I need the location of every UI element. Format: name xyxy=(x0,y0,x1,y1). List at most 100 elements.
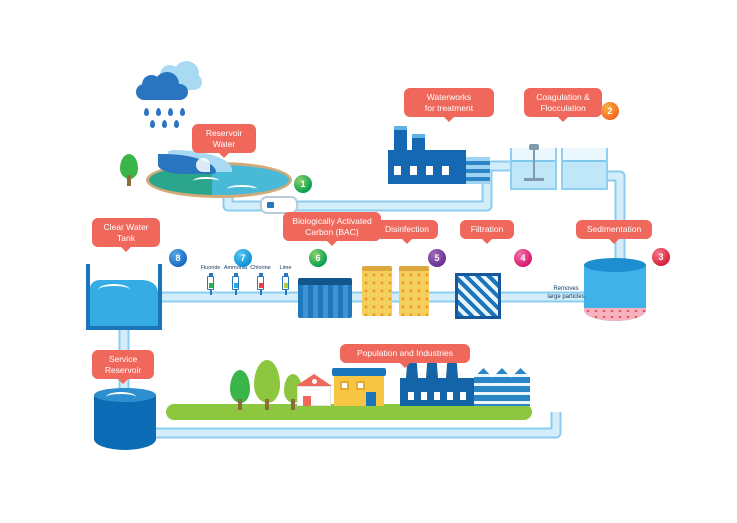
tag-clear-water-tank: Clear Water Tank xyxy=(92,218,160,253)
filtration-unit-icon xyxy=(455,273,501,319)
sediment-layer xyxy=(584,308,646,321)
plant-chimney xyxy=(394,126,407,150)
mixing-tank xyxy=(510,144,557,190)
tree-icon xyxy=(230,370,250,410)
house-window xyxy=(312,379,317,384)
tag-disinfection: Disinfection xyxy=(376,220,438,244)
raindrop-icon xyxy=(174,120,179,128)
step-badge-7: 7 xyxy=(234,249,252,267)
dropper-plunger xyxy=(258,272,263,276)
dropper-liquid xyxy=(208,282,213,288)
tank-walls xyxy=(86,264,162,330)
chemical-label: Ammonia xyxy=(223,265,248,271)
industry-factory-icon xyxy=(400,350,530,406)
service-reservoir-icon xyxy=(94,388,156,450)
dropper-icon xyxy=(256,272,265,299)
dropper-liquid xyxy=(283,282,288,288)
house-icon xyxy=(296,374,332,406)
house-roof xyxy=(332,368,386,376)
flow-meter-icon xyxy=(260,196,298,214)
reservoir-icon xyxy=(146,150,298,200)
step-badge-8: 8 xyxy=(169,249,187,267)
factory-windows xyxy=(408,392,466,400)
step-badge-3: 3 xyxy=(652,248,670,266)
coagulation-tanks-icon xyxy=(510,144,610,190)
tank-water xyxy=(90,280,158,326)
factory-sawtooth-building xyxy=(474,368,530,406)
raindrop-icon xyxy=(180,108,185,116)
plant-chimney xyxy=(412,134,425,150)
dropper-icon xyxy=(281,272,290,299)
raindrop-icon xyxy=(162,120,167,128)
chemical-lime: Lime xyxy=(273,265,298,299)
tree-trunk xyxy=(127,175,131,186)
dropper-body xyxy=(257,275,264,290)
house-door xyxy=(303,396,311,406)
tree-crown xyxy=(120,154,138,179)
tag-coagulation: Coagulation & Flocculation xyxy=(524,88,602,123)
step-badge-2: 2 xyxy=(601,102,619,120)
plant-annex xyxy=(466,157,490,184)
tree-trunk xyxy=(238,399,242,410)
waterworks-plant-icon xyxy=(388,126,490,184)
dropper-plunger xyxy=(208,272,213,276)
sedimentation-tank-icon xyxy=(584,258,646,322)
dropper-plunger xyxy=(233,272,238,276)
step-badge-5: 5 xyxy=(428,249,446,267)
dropper-body xyxy=(232,275,239,290)
raindrop-icon xyxy=(168,108,173,116)
step-badge-4: 4 xyxy=(514,249,532,267)
tree-trunk xyxy=(265,399,269,410)
rain-cloud-icon xyxy=(136,61,208,134)
cloud-shape-dark xyxy=(136,72,188,100)
settling-tank xyxy=(561,148,608,190)
chemical-ammonia: Ammonia xyxy=(223,265,248,299)
wave-line xyxy=(193,177,219,185)
chemical-dosing-group: Fluoride Ammonia Chlorine xyxy=(198,265,298,302)
annotation-removes-large-particles: Removes large particles xyxy=(547,286,585,300)
bac-blue-vessel xyxy=(298,278,352,318)
dropper-tip xyxy=(260,289,262,295)
dropper-tip xyxy=(235,289,237,295)
dropper-body xyxy=(207,275,214,290)
house-door xyxy=(366,392,376,406)
dropper-icon xyxy=(206,272,215,299)
dropper-liquid xyxy=(233,282,238,288)
dropper-body xyxy=(282,275,289,290)
tag-bac: Biologically Activated Carbon (BAC) xyxy=(283,212,381,247)
raindrop-icon xyxy=(156,108,161,116)
dropper-tip xyxy=(285,289,287,295)
bac-carbon-vessel xyxy=(362,266,392,316)
tree-icon xyxy=(254,360,280,410)
house-icon xyxy=(332,368,386,406)
dropper-liquid xyxy=(258,282,263,288)
plant-windows xyxy=(394,166,458,175)
tag-waterworks: Waterworks for treatment xyxy=(404,88,494,123)
tag-reservoir-water: Reservoir Water xyxy=(192,124,256,159)
bac-unit-icon xyxy=(298,258,434,318)
service-reservoir-lid xyxy=(94,388,156,402)
chemical-label: Fluoride xyxy=(200,265,221,271)
tag-filtration: Filtration xyxy=(460,220,514,244)
tag-service-reservoir: Service Reservoir xyxy=(92,350,154,385)
tree-icon xyxy=(120,154,138,186)
tree-crown xyxy=(254,360,280,403)
house-window xyxy=(356,381,365,390)
clear-water-tank-icon xyxy=(86,264,162,330)
wave-line xyxy=(227,185,257,193)
chemical-label: Chlorine xyxy=(250,265,271,271)
dropper-icon xyxy=(231,272,240,299)
sedimentation-lid xyxy=(584,258,646,272)
raindrop-icon xyxy=(150,120,155,128)
mixer-paddle xyxy=(523,178,544,181)
raindrop-icon xyxy=(144,108,149,116)
service-reservoir-body xyxy=(94,395,156,450)
chemical-chlorine: Chlorine xyxy=(248,265,273,299)
tree-crown xyxy=(230,370,250,403)
dropper-plunger xyxy=(283,272,288,276)
mixer-motor xyxy=(528,144,539,150)
step-badge-1: 1 xyxy=(294,175,312,193)
house-window xyxy=(340,381,349,390)
tank-water xyxy=(563,160,606,188)
